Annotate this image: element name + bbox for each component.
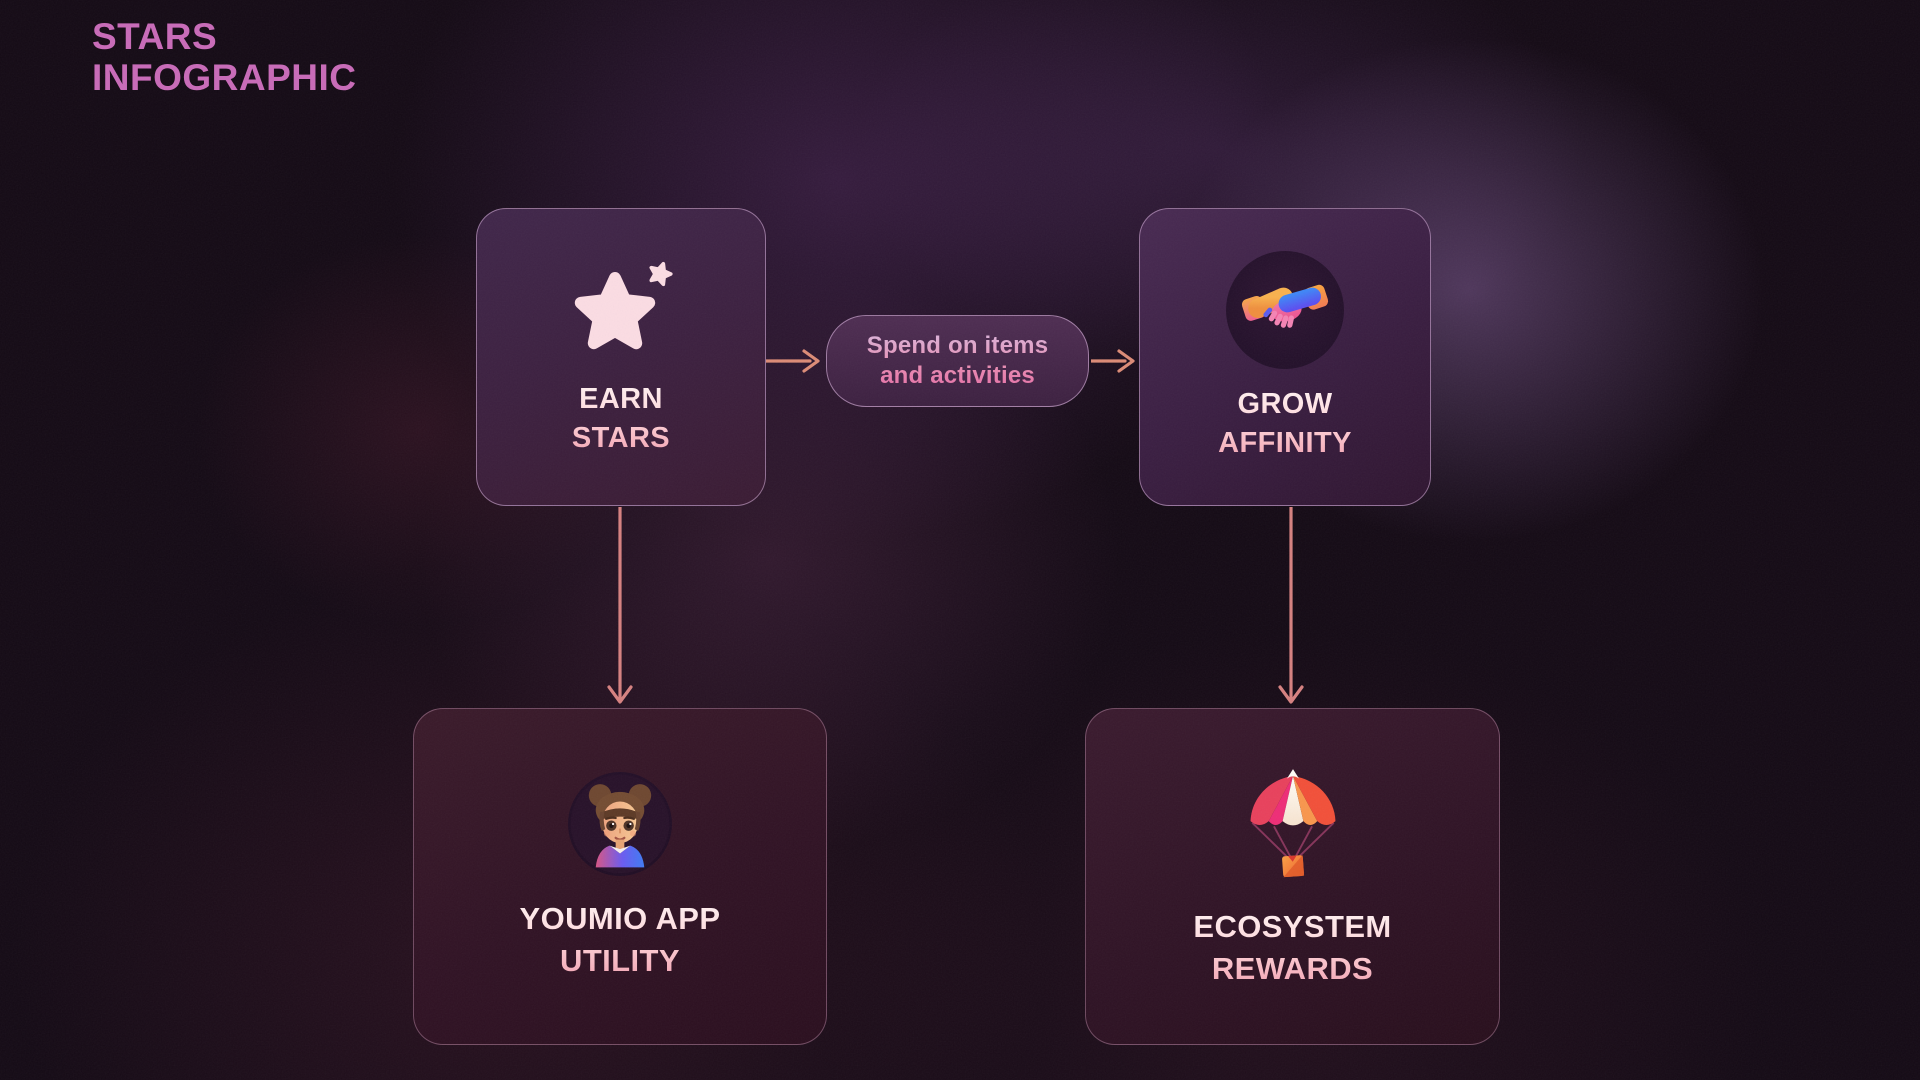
page-title-line2: INFOGRAPHIC bbox=[92, 57, 357, 98]
star-icon bbox=[574, 261, 673, 350]
page-title-line1: STARS bbox=[92, 16, 218, 57]
handshake-icon-circle bbox=[1226, 251, 1344, 369]
arrow-earn-to-youmio bbox=[607, 507, 633, 704]
arrow-label-to-grow bbox=[1091, 349, 1135, 373]
girl-avatar-icon bbox=[570, 774, 670, 873]
arrow-earn-to-label bbox=[766, 349, 820, 373]
girl-avatar-icon-circle bbox=[568, 771, 672, 876]
handshake-icon bbox=[1241, 284, 1329, 328]
parachute-airdrop-icon bbox=[1250, 768, 1335, 877]
arrow-grow-to-ecosystem bbox=[1278, 507, 1304, 704]
